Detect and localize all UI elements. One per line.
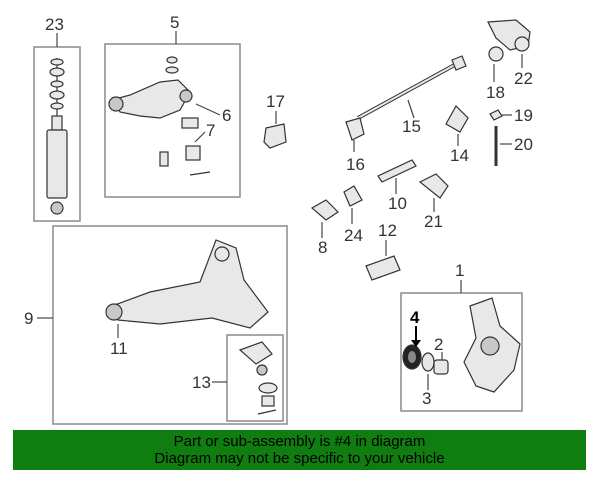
callout-7: 7 bbox=[206, 121, 215, 140]
callout-24: 24 bbox=[344, 226, 363, 245]
callout-2: 2 bbox=[434, 335, 443, 354]
bracket-part-21 bbox=[418, 173, 449, 199]
nut-part-19 bbox=[489, 109, 503, 121]
upper-control-arm-part bbox=[108, 56, 211, 176]
box-lower-control-arm bbox=[52, 225, 288, 425]
seal-part-4 bbox=[402, 344, 422, 370]
callout-1: 1 bbox=[455, 261, 464, 280]
washer-part-3 bbox=[421, 352, 435, 372]
callout-15: 15 bbox=[402, 117, 421, 136]
callout-4: 4 bbox=[410, 308, 420, 327]
shock-absorber-part bbox=[46, 58, 68, 215]
callout-20: 20 bbox=[514, 135, 533, 154]
ball-joint-part bbox=[238, 341, 278, 415]
bushing-part-18-22 bbox=[487, 19, 531, 62]
callout-13: 13 bbox=[192, 373, 211, 392]
callout-18: 18 bbox=[486, 83, 505, 102]
callout-5: 5 bbox=[170, 13, 179, 32]
callout-17: 17 bbox=[266, 92, 285, 111]
banner-line-1: Part or sub-assembly is #4 in diagram bbox=[173, 433, 426, 450]
parts-diagram: 23 5 6 7 17 15 16 bbox=[24, 13, 533, 425]
callout-11: 11 bbox=[110, 339, 128, 358]
callout-16: 16 bbox=[346, 155, 365, 174]
bracket-part-24 bbox=[343, 185, 363, 207]
torsion-bar-part bbox=[345, 55, 467, 141]
bracket-part-8 bbox=[310, 199, 339, 221]
info-banner: Part or sub-assembly is #4 in diagram Di… bbox=[13, 430, 586, 470]
callout-6: 6 bbox=[222, 106, 231, 125]
box-ball-joint bbox=[226, 334, 284, 422]
callout-22: 22 bbox=[514, 69, 533, 88]
bushing-part-2 bbox=[433, 359, 449, 375]
callout-14: 14 bbox=[450, 146, 469, 165]
steering-knuckle-part bbox=[463, 297, 521, 393]
callout-21: 21 bbox=[424, 212, 443, 231]
callout-12: 12 bbox=[378, 221, 397, 240]
lower-control-arm-part bbox=[105, 239, 269, 329]
banner-line-2: Diagram may not be specific to your vehi… bbox=[154, 450, 445, 467]
bracket-part-17 bbox=[263, 123, 287, 149]
callout-10: 10 bbox=[388, 194, 407, 213]
callout-8: 8 bbox=[318, 238, 327, 257]
callout-23: 23 bbox=[45, 15, 64, 34]
bumper-part-14 bbox=[445, 105, 469, 133]
callout-3: 3 bbox=[422, 389, 431, 408]
link-part-10 bbox=[377, 159, 417, 183]
callout-19: 19 bbox=[514, 106, 533, 125]
box-upper-control-arm bbox=[104, 43, 241, 198]
callout-9: 9 bbox=[24, 309, 33, 328]
bushing-part-12 bbox=[365, 255, 401, 281]
